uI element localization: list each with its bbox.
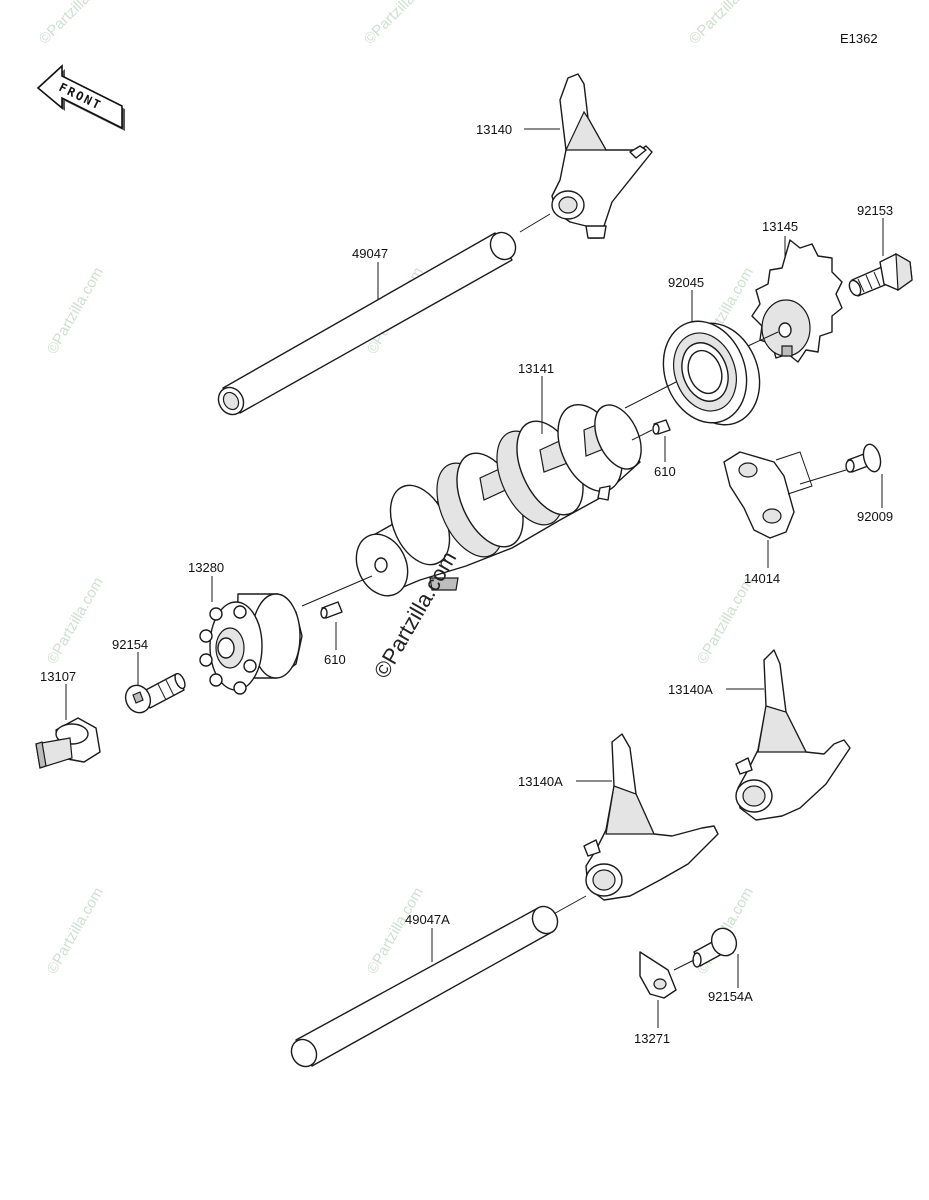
bolt-92154A <box>692 927 738 968</box>
diagram-code: E1362 <box>840 31 878 46</box>
watermark: ©Partzilla.com <box>36 0 117 48</box>
label-13271: 13271 <box>634 1031 670 1046</box>
pin-610-lower <box>320 601 343 619</box>
label-14014: 14014 <box>744 571 780 586</box>
leader-92045-link <box>624 381 677 409</box>
leader-14014-link <box>775 451 813 495</box>
leader-13145-link <box>747 331 779 347</box>
bolt-92153 <box>848 252 913 297</box>
label-610-upper: 610 <box>654 464 676 479</box>
stopper-13107 <box>35 717 101 769</box>
bearing-92045 <box>662 320 761 426</box>
label-49047A: 49047A <box>405 912 450 927</box>
bolt-92154 <box>124 672 186 714</box>
label-13280: 13280 <box>188 560 224 575</box>
leader-13280-link <box>301 575 373 607</box>
shift-cam-plate-13145 <box>751 239 843 363</box>
label-92154: 92154 <box>112 637 148 652</box>
watermark: ©Partzilla.com <box>694 575 757 667</box>
leader-49047-fork <box>519 213 551 233</box>
leader-92009-link <box>799 469 847 485</box>
holder-plate-14014 <box>723 451 795 539</box>
shift-rod-49047A <box>290 905 559 1068</box>
watermark: ©Partzilla.com <box>686 0 767 48</box>
label-13145: 13145 <box>762 219 798 234</box>
pin-610-upper <box>652 419 671 435</box>
shift-fork-13140 <box>551 73 653 239</box>
label-92153: 92153 <box>857 203 893 218</box>
label-13107: 13107 <box>40 669 76 684</box>
shift-drum-13141 <box>355 403 642 597</box>
shift-fork-13140A-left <box>583 733 719 901</box>
label-92154A: 92154A <box>708 989 753 1004</box>
label-610-lower: 610 <box>324 652 346 667</box>
watermark: ©Partzilla.com <box>44 885 107 977</box>
leader-13271-link <box>673 959 695 971</box>
label-92009: 92009 <box>857 509 893 524</box>
watermark: ©Partzilla.com <box>364 885 427 977</box>
watermark: ©Partzilla.com <box>361 0 442 48</box>
label-13140A-left: 13140A <box>518 774 563 789</box>
leader-49047A-fork <box>549 895 587 917</box>
shift-fork-13140A-right <box>735 649 851 821</box>
front-arrow-icon: FRONT <box>36 64 125 131</box>
plate-13271 <box>639 951 677 999</box>
watermark: ©Partzilla.com <box>44 575 107 667</box>
leader-13141-link <box>631 429 653 441</box>
screw-92009 <box>845 443 882 473</box>
shift-rod-49047 <box>217 231 517 416</box>
pin-plate-13280 <box>199 593 303 695</box>
label-13140: 13140 <box>476 122 512 137</box>
label-92045: 92045 <box>668 275 704 290</box>
label-49047: 49047 <box>352 246 388 261</box>
watermark: ©Partzilla.com <box>44 265 107 357</box>
label-13140A-right: 13140A <box>668 682 713 697</box>
label-13141: 13141 <box>518 361 554 376</box>
